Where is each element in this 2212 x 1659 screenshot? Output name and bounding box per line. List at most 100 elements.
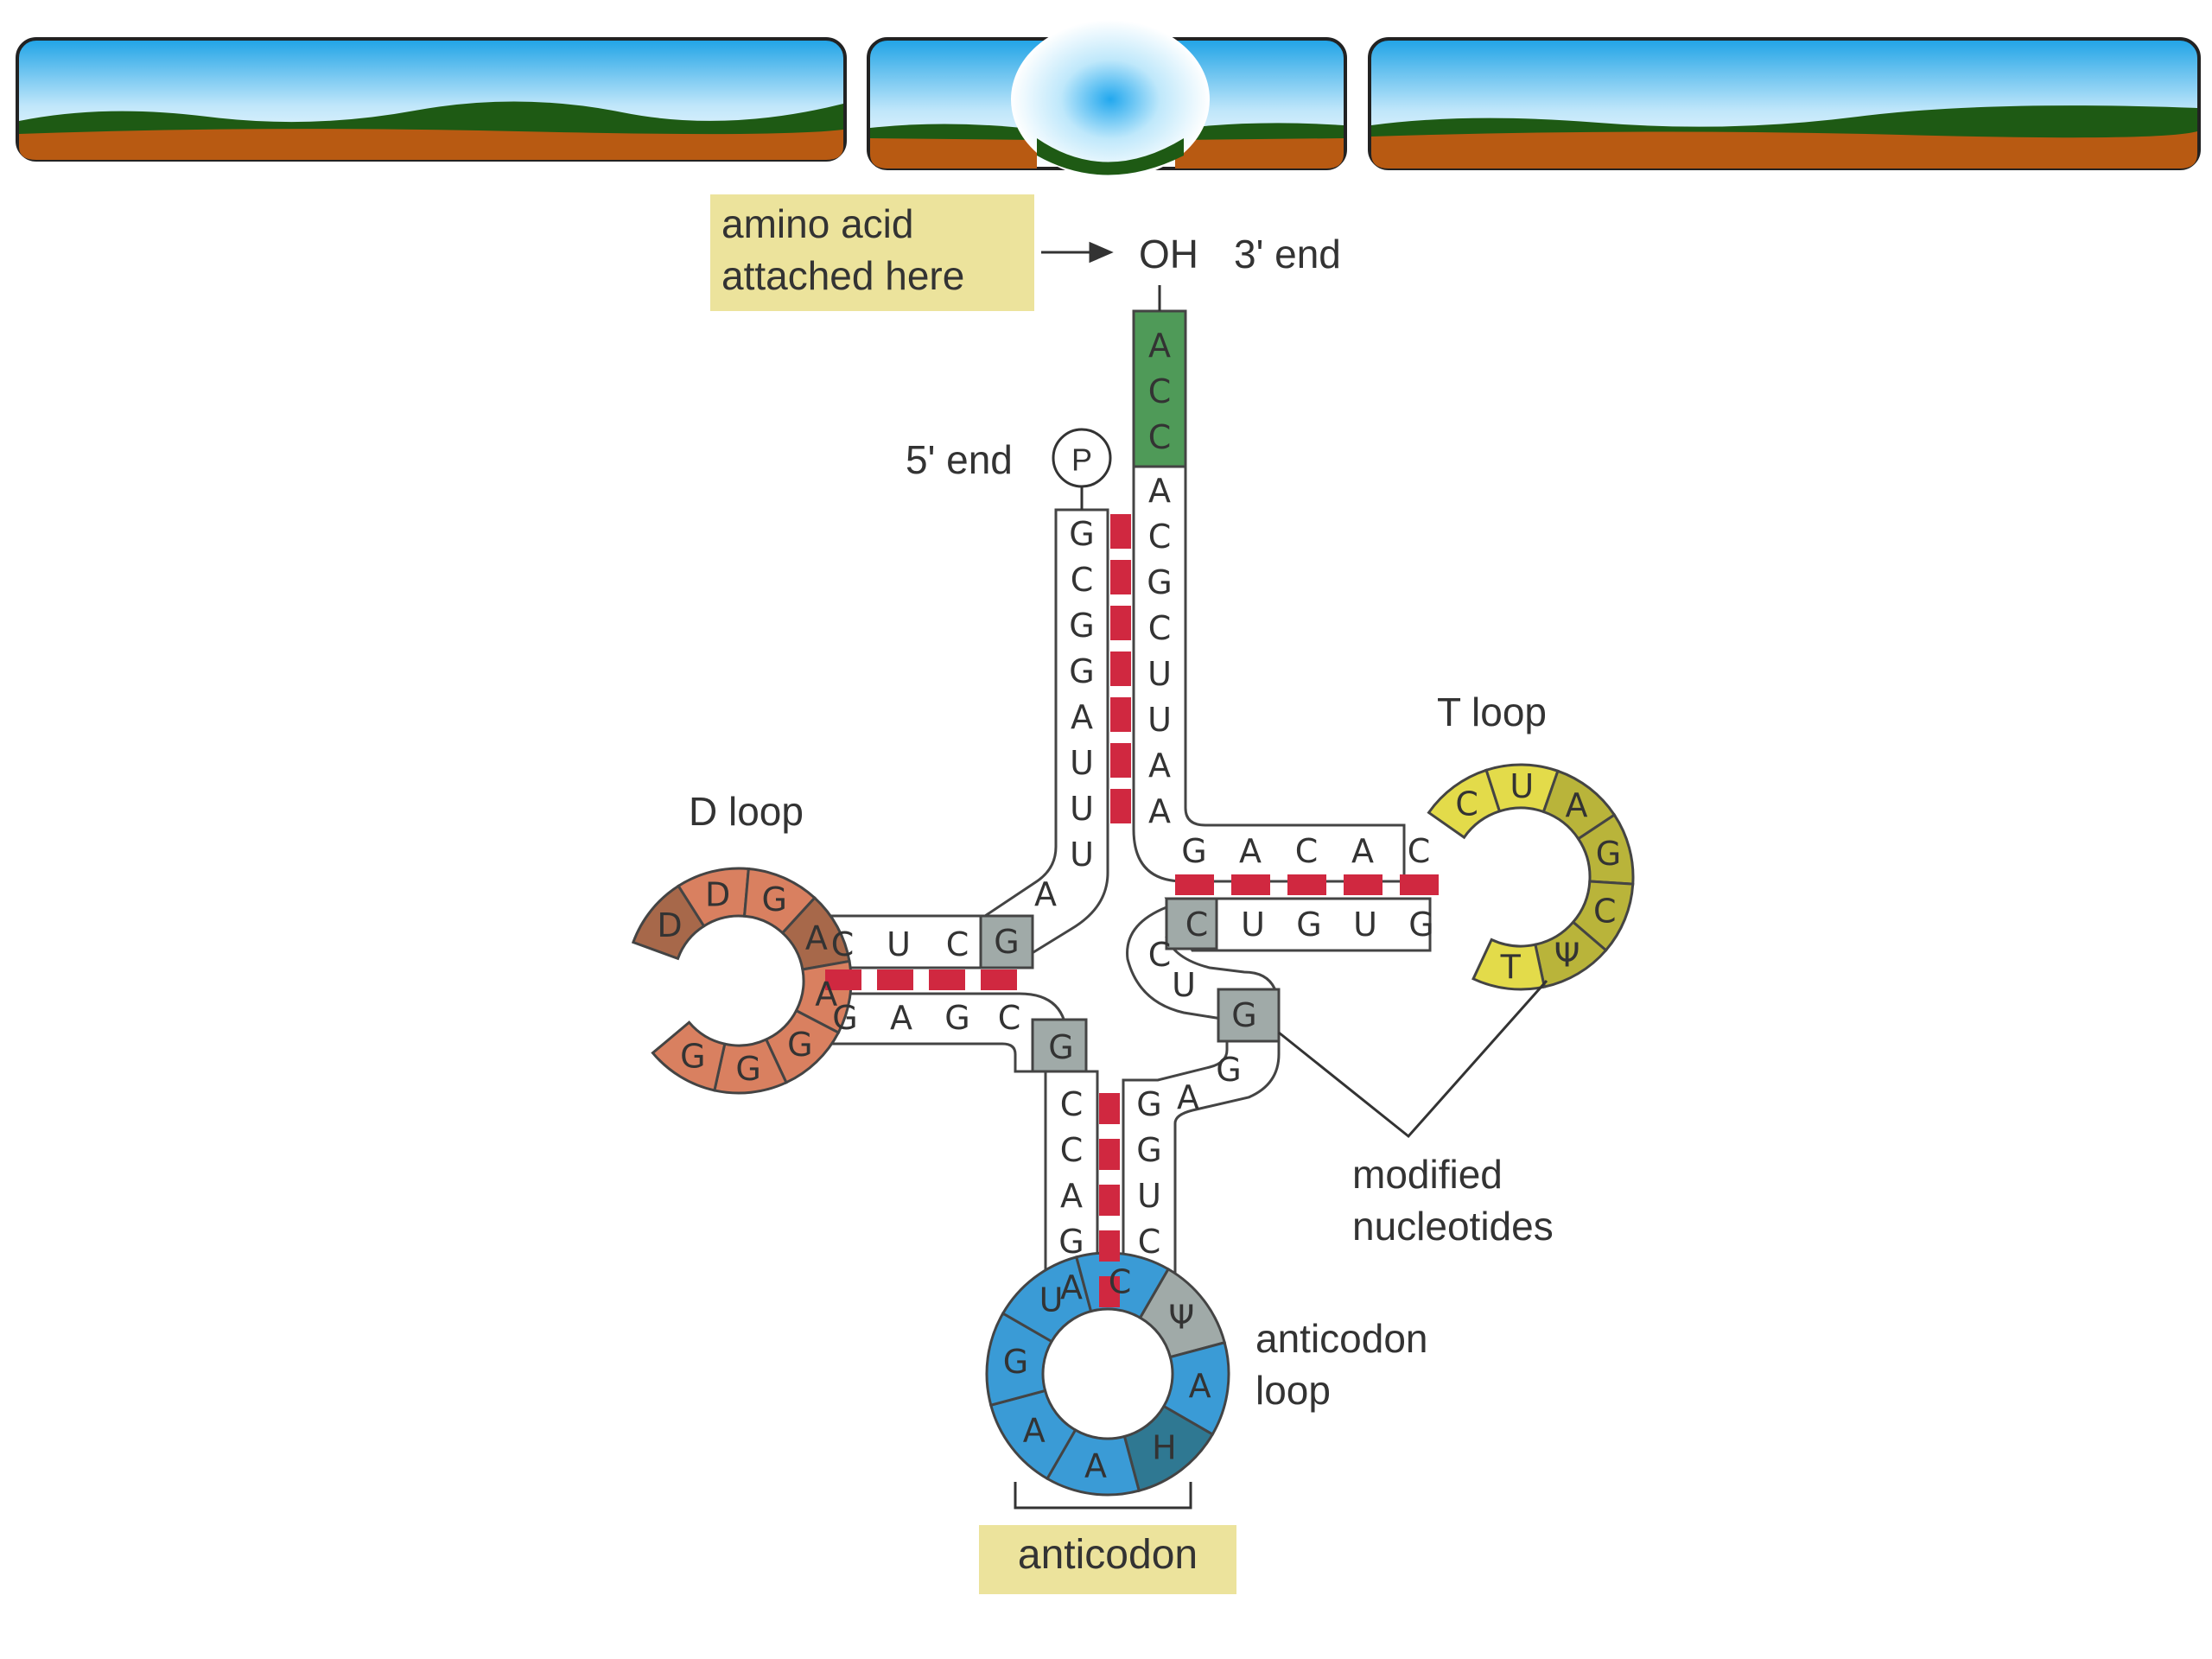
cca-nucleotide: C [1148,372,1172,410]
anticodon-loop-label-line2: loop [1255,1368,1331,1413]
t-stem-top-nucleotide: C [1408,832,1431,870]
modified-nucleotide-box [1031,1018,1088,1073]
base-pair [981,969,1017,990]
anticodon-stem-left-nucleotide: A [1060,1177,1083,1215]
d-loop-label: D loop [689,789,804,834]
acceptor-3prime-nucleotide: C [1148,609,1172,647]
cca-nucleotide: C [1148,418,1172,456]
t-stem-bottom-nucleotide: C [1185,906,1209,944]
modified-pointer-lines [1278,980,1548,1139]
t-stem-bottom-nucleotide: G [1408,906,1433,944]
acceptor-5prime-nucleotide: G [1069,515,1094,553]
t-stem-top-nucleotide: A [1239,832,1262,870]
connector-lines [1014,241,1548,1510]
anticodon-label-box [979,1525,1236,1594]
banner-panel-right [1368,37,2201,170]
anticodon-stem-right-nucleotide: G [1136,1131,1161,1169]
base-pair [1110,560,1131,594]
oh-label: OH [1139,232,1198,276]
variable-region-nucleotide: C [1148,936,1172,974]
anticodon-stem-left-nucleotide: C [1060,1131,1084,1169]
variable-region-nucleotide: U [1172,966,1196,1004]
amino-arrow-head [1089,241,1114,264]
base-pair [1231,874,1270,895]
d-stem-top-nucleotide: C [946,925,969,963]
anticodon-label: anticodon [1018,1532,1198,1578]
cca-nucleotide: A [1148,327,1171,365]
base-pair [1099,1276,1120,1307]
t-loop-nucleotide: G [1596,835,1621,873]
acceptor-3prime-nucleotide: U [1147,655,1172,693]
d-loop-nucleotide: D [705,875,730,913]
banner-panel-middle [867,20,1347,179]
t-stem-bottom-nucleotide: G [1296,906,1321,944]
t-stem-top-nucleotide: C [1295,832,1319,870]
d-stem-top-nucleotide: C [831,925,855,963]
base-pair [1287,874,1326,895]
anticodon-stem-left-nucleotide: G [1058,1223,1084,1261]
base-pair [1110,789,1131,823]
d-loop-nucleotide: G [762,880,787,918]
acceptor-5prime-nucleotide: A [1034,875,1057,913]
acceptor-5prime-nucleotide: G [1069,607,1094,645]
t-loop-nucleotide: Ψ [1554,936,1580,974]
anticodon-loop-nucleotide: H [1152,1428,1177,1466]
acceptor-5prime-nucleotide: U [1070,836,1094,874]
base-pair [1110,606,1131,640]
acceptor-5prime-nucleotide: C [1071,561,1094,599]
cca-end-box [1132,309,1187,468]
amino-acid-label-box [710,194,1034,311]
amino-acid-label-line1: amino acid [721,201,913,246]
base-pairs [825,514,1439,1307]
d-loop-nucleotide: G [680,1038,705,1076]
anticodon-loop-nucleotide: U [1039,1281,1064,1319]
t-stem-bottom-nucleotide: U [1353,906,1377,944]
base-pair [1400,874,1439,895]
d-stem-bottom-nucleotide: G [944,999,969,1037]
t-loop-nucleotide: C [1455,785,1478,823]
anticodon-stem-right-nucleotide: G [1136,1085,1161,1123]
anticodon-loop-label-line1: anticodon [1255,1316,1428,1361]
d-stem-bottom-nucleotide: G [1048,1028,1073,1066]
anticodon-stem-left-nucleotide: C [1060,1085,1084,1123]
acceptor-3prime-nucleotide: U [1147,701,1172,739]
variable-region-nucleotide: G [1231,996,1256,1034]
modified-nucleotide-box [1217,988,1281,1043]
t-stem-top-nucleotide: G [1181,832,1206,870]
t-stem-top-nucleotide: A [1351,832,1374,870]
t-loop-segment [1471,938,1547,991]
three-prime-end-label: 3' end [1234,232,1341,276]
acceptor-3prime-nucleotide: G [1147,563,1172,601]
acceptor-3prime-nucleotide: C [1148,518,1172,556]
acceptor-3prime-nucleotide: A [1148,472,1171,510]
variable-region-nucleotide: A [1177,1078,1199,1116]
base-pair [1175,874,1214,895]
acceptor-5prime-nucleotide: G [1069,652,1094,690]
acceptor-3prime-nucleotide: A [1148,747,1171,785]
anticodon-loop-nucleotide: G [1003,1343,1028,1381]
base-pair [1099,1230,1120,1262]
base-pair [1344,874,1382,895]
base-pair [825,969,861,990]
anticodon-loop-nucleotide: Ψ [1168,1299,1194,1337]
anticodon-bracket [1014,1482,1192,1510]
base-pair [929,969,965,990]
acceptor-3prime-nucleotide: A [1148,792,1171,830]
base-pair [1110,652,1131,686]
d-stem-bottom-nucleotide: A [890,999,912,1037]
phosphate-circle [1052,428,1112,488]
base-pair [877,969,913,990]
modified-nucleotide-box [979,914,1034,969]
t-loop-label: T loop [1437,690,1547,734]
phosphate-label: P [1071,442,1092,478]
d-loop-nucleotide: A [815,976,837,1014]
t-loop-nucleotide: C [1593,893,1617,931]
t-loop-nucleotide: A [1565,786,1587,824]
base-pair [1110,743,1131,778]
base-pair [1110,697,1131,732]
d-loop-nucleotide: G [787,1026,812,1064]
d-loop-nucleotide: D [657,906,682,944]
base-pair [1099,1139,1120,1170]
